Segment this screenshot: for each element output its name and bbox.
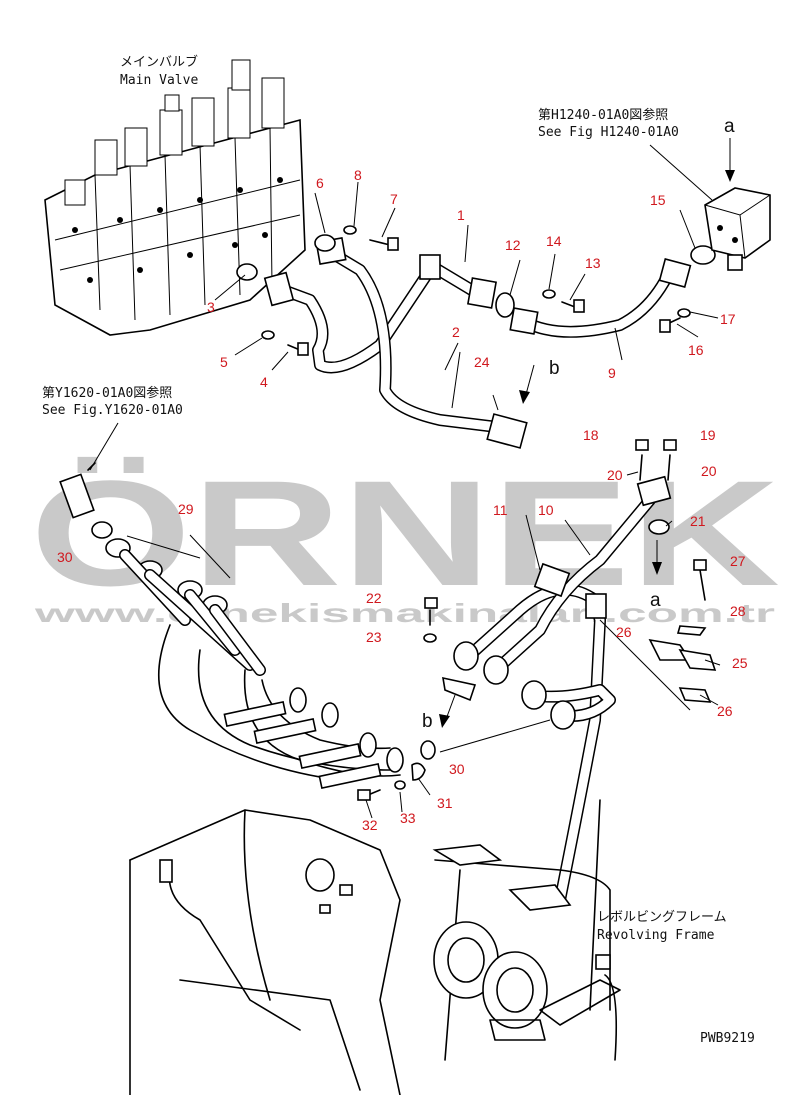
- callout-22: 22: [366, 590, 382, 606]
- callout-31: 31: [437, 795, 453, 811]
- callout-24: 24: [474, 354, 490, 370]
- callout-7: 7: [390, 191, 398, 207]
- callout-21: 21: [690, 513, 706, 529]
- revolving-frame-label-en: Revolving Frame: [597, 928, 715, 943]
- callout-29: 29: [178, 501, 194, 517]
- callout-9: 9: [608, 365, 616, 381]
- callout-26b: 26: [717, 703, 733, 719]
- main-valve-label-en: Main Valve: [120, 73, 198, 88]
- callout-18: 18: [583, 427, 599, 443]
- callout-16: 16: [688, 342, 704, 358]
- sub-valve: [704, 187, 771, 271]
- upper-pipes: [236, 234, 716, 449]
- callout-numbers: 1 2 3 4 5 6 7 8 9 10 11 12 13 14 15 16 1…: [57, 167, 748, 833]
- callout-13: 13: [585, 255, 601, 271]
- revolving-frame-label-jp: レボルビングフレーム: [597, 910, 727, 925]
- hardware: [261, 225, 691, 356]
- ref-h1240-jp: 第H1240-01A0図参照: [538, 107, 668, 123]
- callout-14: 14: [546, 233, 562, 249]
- revolving-frame: [129, 799, 621, 1095]
- callout-1: 1: [457, 207, 465, 223]
- lower-pipes: [59, 439, 717, 906]
- callout-30b: 30: [449, 761, 465, 777]
- arrow-letter-a-top: a: [724, 116, 735, 137]
- arrow-letter-a-mid: a: [650, 590, 661, 611]
- callout-23: 23: [366, 629, 382, 645]
- callout-5: 5: [220, 354, 228, 370]
- main-valve: [44, 59, 306, 336]
- callout-32: 32: [362, 817, 378, 833]
- flow-arrows: [439, 138, 735, 728]
- drawing-code: PWB9219: [700, 1031, 755, 1046]
- callout-28: 28: [730, 603, 746, 619]
- callout-8: 8: [354, 167, 362, 183]
- callout-20b: 20: [701, 463, 717, 479]
- main-valve-label-jp: メインバルブ: [120, 54, 198, 70]
- callout-30a: 30: [57, 549, 73, 565]
- callout-27: 27: [730, 553, 746, 569]
- callout-19: 19: [700, 427, 716, 443]
- callout-17: 17: [720, 311, 736, 327]
- callout-25: 25: [732, 655, 748, 671]
- callout-20a: 20: [607, 467, 623, 483]
- ref-y1620-jp: 第Y1620-01A0図参照: [42, 385, 172, 401]
- callout-2: 2: [452, 324, 460, 340]
- callout-33: 33: [400, 810, 416, 826]
- ref-h1240-en: See Fig H1240-01A0: [538, 125, 679, 140]
- leader-lines: [126, 181, 721, 819]
- callout-26a: 26: [616, 624, 632, 640]
- arrow-letter-b-low: b: [422, 711, 433, 732]
- callout-12: 12: [505, 237, 521, 253]
- callout-10: 10: [538, 502, 554, 518]
- callout-15: 15: [650, 192, 666, 208]
- ref-y1620-en: See Fig.Y1620-01A0: [42, 403, 183, 418]
- callout-6: 6: [316, 175, 324, 191]
- callout-11: 11: [493, 502, 508, 518]
- callout-4: 4: [260, 374, 268, 390]
- arrow-letter-b-top: b: [549, 358, 560, 379]
- callout-3: 3: [207, 299, 215, 315]
